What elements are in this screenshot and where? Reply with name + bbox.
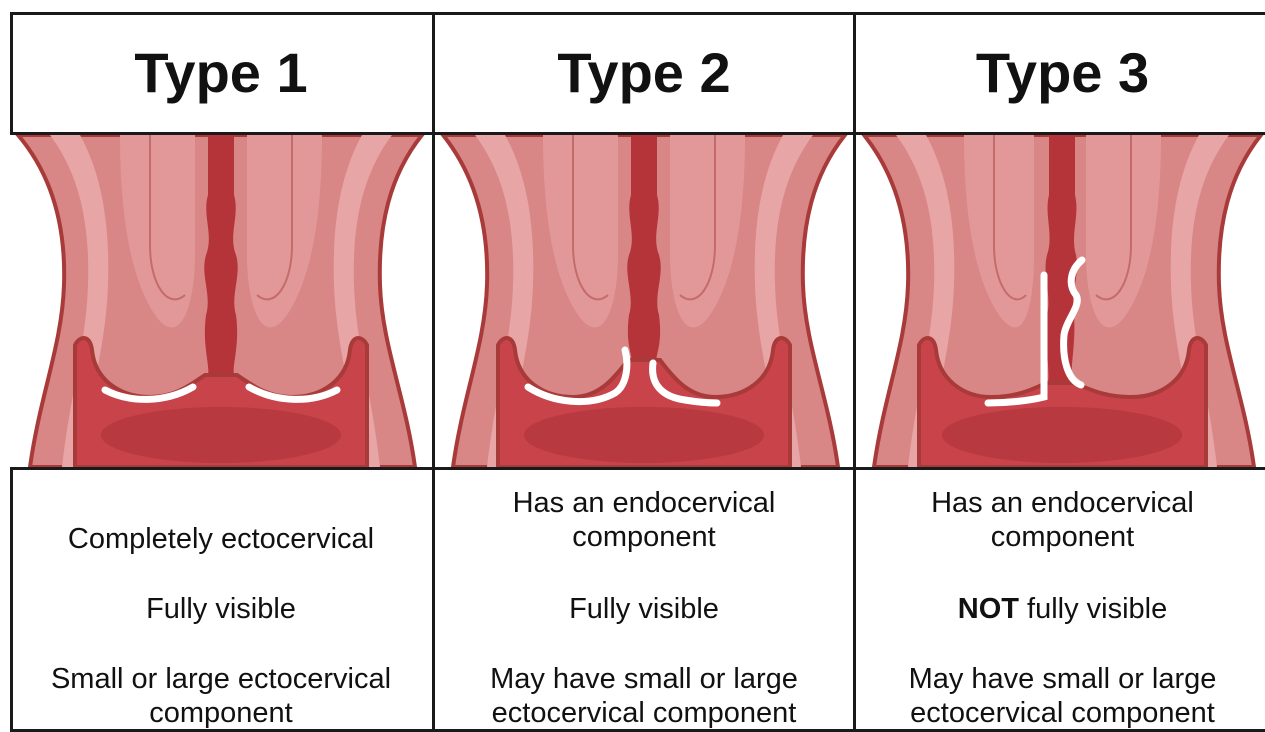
type-1-description: Completely ectocervical Fully visible Sm… <box>10 470 432 732</box>
type-1-column: Type 1 <box>10 12 432 732</box>
type-3-column: Type 3 Has an endocervical component <box>853 12 1265 732</box>
type-2-visibility: Fully visible <box>435 592 853 626</box>
type-1-zone-location: Completely ectocervical <box>10 522 432 556</box>
type-2-column: Type 2 Has an endocervical component <box>432 12 853 732</box>
type-1-illustration <box>10 135 432 470</box>
type-2-size-line-2: ectocervical component <box>435 696 853 730</box>
cervix-type-1-diagram <box>10 135 432 467</box>
type-3-zone-line-2: component <box>856 520 1265 554</box>
type-2-illustration <box>435 135 853 470</box>
type-3-visibility: NOT fully visible <box>856 592 1265 626</box>
type-3-illustration <box>856 135 1265 470</box>
type-2-zone-line-1: Has an endocervical <box>435 486 853 520</box>
type-3-size-line-2: ectocervical component <box>856 696 1265 730</box>
type-3-visibility-rest: fully visible <box>1019 593 1167 625</box>
type-2-title: Type 2 <box>435 12 853 135</box>
type-2-description: Has an endocervical component Fully visi… <box>435 470 853 732</box>
type-3-size-line-1: May have small or large <box>856 662 1265 696</box>
cervix-type-2-diagram <box>435 135 853 467</box>
type-3-title: Type 3 <box>856 12 1265 135</box>
type-1-size-line-2: component <box>10 696 432 730</box>
type-1-visibility: Fully visible <box>10 592 432 626</box>
type-3-zone-line-1: Has an endocervical <box>856 486 1265 520</box>
type-3-description: Has an endocervical component NOT fully … <box>856 470 1265 732</box>
type-1-title: Type 1 <box>10 12 432 135</box>
type-2-size-line-1: May have small or large <box>435 662 853 696</box>
type-2-zone-line-2: component <box>435 520 853 554</box>
cervix-type-3-diagram <box>856 135 1265 467</box>
type-1-size-line-1: Small or large ectocervical <box>10 662 432 696</box>
type-3-visibility-emphasis: NOT <box>958 593 1019 625</box>
